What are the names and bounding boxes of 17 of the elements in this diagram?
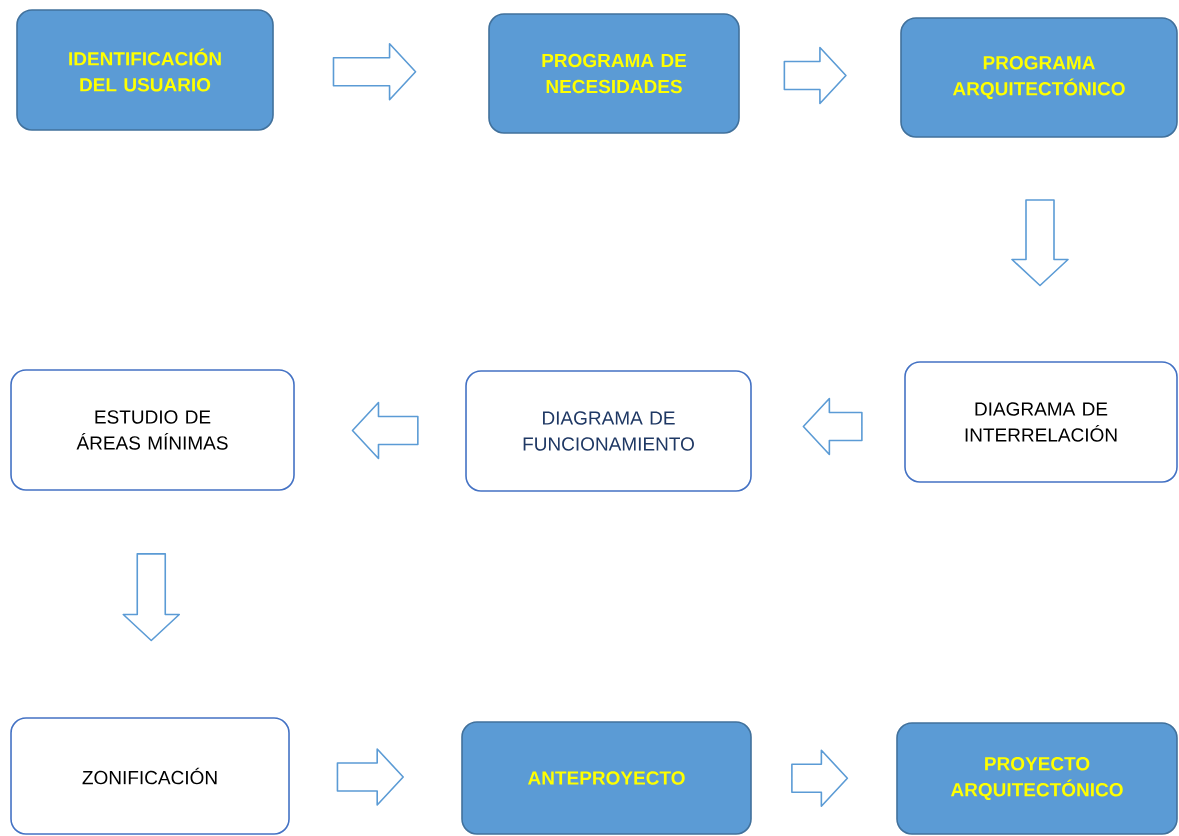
process-box: DIAGRAMA DE FUNCIONAMIENTO <box>465 370 752 492</box>
process-box: DIAGRAMA DE INTERRELACIÓN <box>904 361 1178 483</box>
process-box: ZONIFICACIÓN <box>10 717 290 835</box>
block-arrow <box>336 748 404 806</box>
process-box: IDENTIFICACIÓN DEL USUARIO <box>16 9 274 131</box>
block-arrow <box>122 553 181 642</box>
process-box: PROYECTO ARQUITECTÓNICO <box>896 722 1178 835</box>
process-box: PROGRAMA DE NECESIDADES <box>488 13 740 134</box>
process-box: ANTEPROYECTO <box>461 721 752 835</box>
process-box: ESTUDIO DE ÁREAS MÍNIMAS <box>10 369 295 491</box>
block-arrow <box>791 749 849 808</box>
block-arrow <box>1011 199 1069 287</box>
block-arrow <box>332 42 417 101</box>
block-arrow <box>783 46 847 105</box>
block-arrow <box>351 401 419 460</box>
block-arrow <box>802 397 863 456</box>
process-box: PROGRAMA ARQUITECTÓNICO <box>900 17 1178 138</box>
